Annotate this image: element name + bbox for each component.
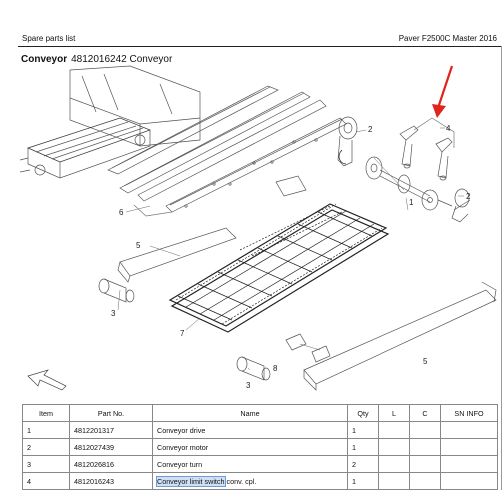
limit-switch-part <box>399 117 455 181</box>
row-sn-info <box>440 421 498 439</box>
col-sn-info: SN INFO <box>440 404 498 422</box>
machine-model: Paver F2500C Master 2016 <box>398 34 497 43</box>
orientation-arrow-icon <box>27 369 67 391</box>
col-name: Name <box>152 404 348 422</box>
callout-6: 6 <box>119 208 124 217</box>
row-c <box>409 421 441 439</box>
row-l <box>378 455 410 473</box>
conveyor-drive-part <box>365 156 453 211</box>
row-l <box>378 421 410 439</box>
row-item: 3 <box>22 455 70 473</box>
row-qty: 1 <box>347 421 379 439</box>
row-c <box>409 438 441 456</box>
red-annotation-arrow-icon <box>432 65 454 118</box>
machine-overview-sketch <box>19 65 201 179</box>
callout-2: 2 <box>368 125 373 134</box>
callout-3b: 3 <box>246 381 251 390</box>
col-part-no: Part No. <box>69 404 153 422</box>
row-c <box>409 455 441 473</box>
row-part-no: 4812201317 <box>69 421 153 439</box>
bottom-plates <box>117 175 497 391</box>
row-sn-info <box>440 438 498 456</box>
conveyor-chains <box>168 203 390 333</box>
row-name: Conveyor limit switch conv. cpl. <box>152 472 348 490</box>
row-l <box>378 472 410 490</box>
col-item: Item <box>22 404 70 422</box>
selected-text-highlight[interactable]: Conveyor limit switch <box>156 475 226 487</box>
leader-lines <box>117 127 464 371</box>
row-sn-info <box>440 455 498 473</box>
table-row: 1 4812201317 Conveyor drive 1 <box>22 421 498 439</box>
table-row: 2 4812027439 Conveyor motor 1 <box>22 438 498 456</box>
callout-8: 8 <box>273 364 278 373</box>
row-part-no: 4812027439 <box>69 438 153 456</box>
row-name: Conveyor turn <box>152 455 348 473</box>
callout-2b: 2 <box>466 192 471 201</box>
row-part-no: 4812026816 <box>69 455 153 473</box>
callout-5b: 5 <box>423 357 428 366</box>
motor-unit-right <box>451 188 471 223</box>
header-rule <box>18 46 501 47</box>
callout-1: 1 <box>409 198 414 207</box>
row-name: Conveyor drive <box>152 421 348 439</box>
row-part-no: 4812016243 <box>69 472 153 490</box>
small-blocks <box>285 333 331 363</box>
side-plates <box>107 85 347 213</box>
row-item: 2 <box>22 438 70 456</box>
col-l: L <box>378 404 410 422</box>
col-qty: Qty <box>347 404 379 422</box>
row-qty: 1 <box>347 438 379 456</box>
callout-5: 5 <box>136 241 141 250</box>
conveyor-motor-part <box>337 116 358 167</box>
page-edge <box>501 46 502 490</box>
section-name: Conveyor <box>21 54 68 65</box>
exploded-view-drawing: 1 2 2 3 3 4 5 5 6 7 8 <box>19 65 497 391</box>
conveyor-turn-parts <box>98 278 271 381</box>
col-c: C <box>409 404 441 422</box>
table-row: 3 4812026816 Conveyor turn 2 <box>22 455 498 473</box>
parts-table: Item Part No. Name Qty L C SN INFO 1 481… <box>22 404 498 490</box>
row-l <box>378 438 410 456</box>
row-name-rest: conv. cpl. <box>224 476 257 486</box>
callout-4: 4 <box>446 124 451 133</box>
assembly-number: 4812016242 Conveyor <box>71 54 173 65</box>
parts-table-header: Item Part No. Name Qty L C SN INFO <box>22 404 498 422</box>
callout-3: 3 <box>111 309 116 318</box>
row-item: 4 <box>22 472 70 490</box>
row-qty: 2 <box>347 455 379 473</box>
row-c <box>409 472 441 490</box>
row-item: 1 <box>22 421 70 439</box>
document-type: Spare parts list <box>22 34 76 43</box>
row-name: Conveyor motor <box>152 438 348 456</box>
row-qty: 1 <box>347 472 379 490</box>
table-row: 4 4812016243 Conveyor limit switch conv.… <box>22 472 498 490</box>
callout-7: 7 <box>180 329 185 338</box>
row-sn-info <box>440 472 498 490</box>
